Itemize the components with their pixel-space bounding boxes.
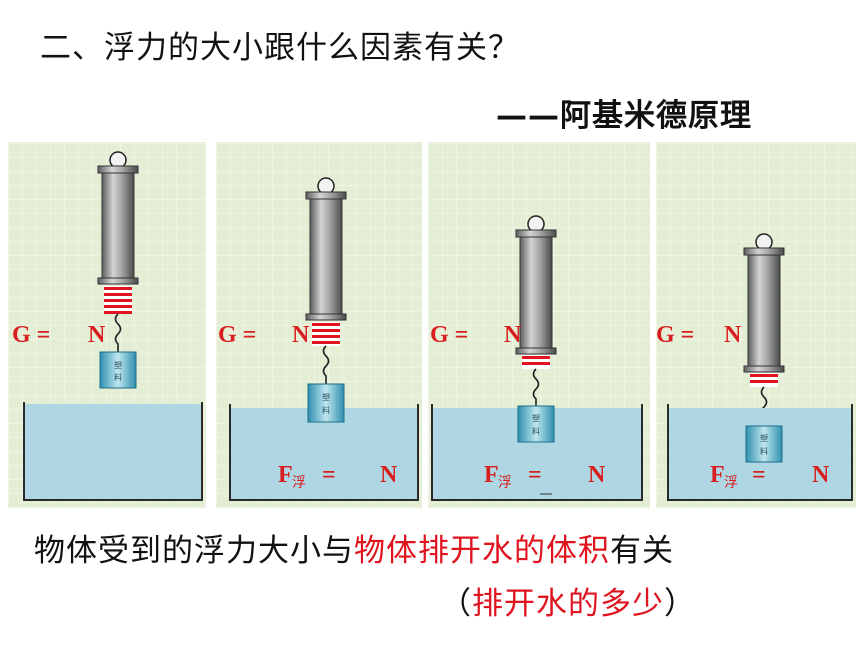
spring-hook [322,345,330,384]
conclusion-text: 物体受到的浮力大小与物体排开水的体积有关 [34,525,674,570]
buoyancy-label: F 浮 = N [278,462,398,491]
spring-scale-stripes [750,373,778,387]
conclusion-highlight: 物体排开水的体积 [354,533,610,569]
note-close-paren: ） [664,586,696,622]
experiment-panel-3: 塑 料 G = N F 浮 = N [428,142,650,508]
svg-text:F: F [278,462,293,488]
gravity-unit: N [88,322,106,348]
svg-text:浮: 浮 [292,475,306,491]
svg-text:=: = [322,462,336,488]
block-label-bottom: 料 [532,426,540,436]
spring-hook [532,368,540,406]
conclusion-note: （排开水的多少） [440,578,696,623]
gravity-label: G = [218,322,256,348]
gravity-unit: N [292,322,310,348]
experiment-diagram-4: 塑 料 G = N F 浮 = N [656,233,853,501]
gravity-label: G = [430,322,468,348]
plastic-block: 塑 料 [517,405,555,443]
experiment-diagram-1: 塑 料 G = N [12,151,203,501]
experiment-panel-1: 塑 料 G = N [8,142,206,508]
plastic-block: 塑 料 [745,425,783,463]
spring-scale-stripes [104,286,132,314]
plastic-block: 塑 料 [307,383,345,423]
experiment-diagram-2: 塑 料 G = N F 浮 = N [218,177,419,501]
water-container [23,402,203,501]
page-title: 二、浮力的大小跟什么因素有关？ [40,30,520,66]
spring-scale-body [101,169,135,283]
block-label-top: 塑 [532,414,540,423]
water-container [229,404,419,501]
gravity-label: G = [656,322,694,348]
gravity-label: G = [12,322,50,348]
plastic-block: 塑 料 [99,351,137,389]
buoyancy-unit: N [380,462,398,488]
conclusion-part-3: 有关 [610,533,674,569]
block-label-top: 塑 [114,361,122,370]
block-label-top: 塑 [760,434,768,443]
buoyancy-unit: N [588,462,606,488]
svg-text:=: = [528,462,542,488]
note-text: 排开水的多少 [472,586,664,622]
page-subtitle: ——阿基米德原理 [496,98,752,134]
block-label-bottom: 料 [322,405,330,415]
svg-text:浮: 浮 [724,475,738,491]
gravity-unit: N [724,322,742,348]
spring-scale-stripes [312,322,340,346]
gravity-unit: N [504,322,522,348]
buoyancy-unit: N [812,462,830,488]
spring-hook [114,313,122,352]
buoyancy-label: F 浮 = N [484,462,606,495]
conclusion-part-1: 物体受到的浮力大小与 [34,533,354,569]
experiment-diagram-3: 塑 料 G = N F 浮 = N [430,215,643,501]
svg-text:=: = [752,462,766,488]
spring-scale-stripes [522,355,550,369]
block-label-bottom: 料 [760,446,768,456]
experiment-panel-2: 塑 料 G = N F 浮 = N [216,142,422,508]
spring-scale-body [309,195,343,319]
experiment-panel-4: 塑 料 G = N F 浮 = N [656,142,856,508]
buoyancy-label: F 浮 = N [710,462,830,491]
note-open-paren: （ [440,586,472,622]
svg-text:F: F [710,462,725,488]
block-label-top: 塑 [322,393,330,402]
spring-scale-body [747,251,781,371]
spring-scale-body [519,233,553,353]
svg-text:浮: 浮 [498,475,512,491]
svg-text:F: F [484,462,499,488]
block-label-bottom: 料 [114,372,122,382]
